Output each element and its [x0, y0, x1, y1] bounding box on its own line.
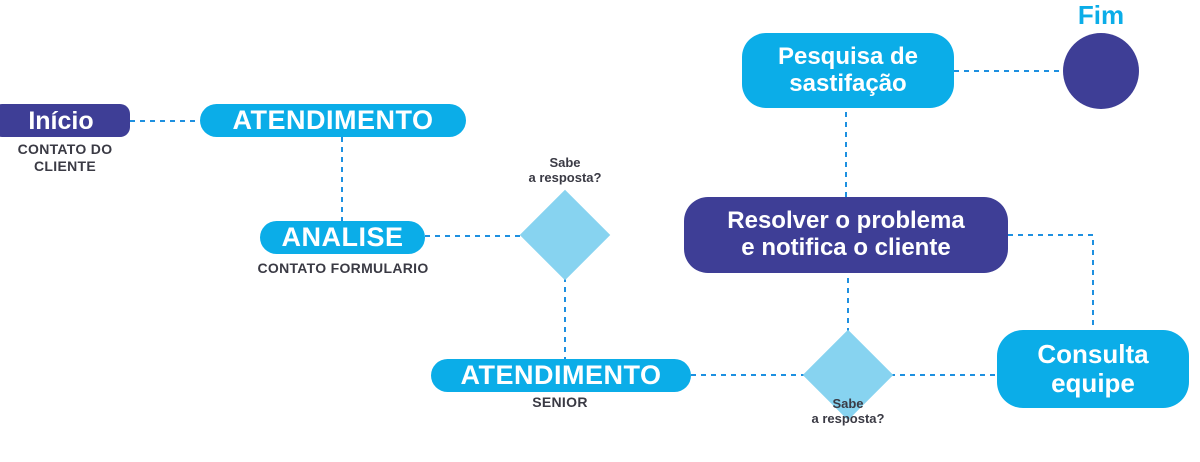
- node-pesquisa-satisfacao[interactable]: Pesquisa de sastifação: [742, 33, 954, 108]
- node-consulta-equipe[interactable]: Consulta equipe: [997, 330, 1189, 408]
- caption-decisao-2: Sabe a resposta?: [811, 396, 885, 427]
- node-analise[interactable]: ANALISE: [260, 221, 425, 254]
- label-fim: Fim: [1077, 0, 1125, 30]
- node-inicio[interactable]: Início: [0, 104, 130, 137]
- caption-contato-cliente: CONTATO DO CLIENTE: [17, 141, 113, 174]
- node-decisao-1[interactable]: [519, 189, 611, 281]
- caption-senior: SENIOR: [532, 394, 588, 410]
- node-atendimento-2[interactable]: ATENDIMENTO: [431, 359, 691, 392]
- caption-contato-formulario: CONTATO FORMULARIO: [257, 260, 429, 276]
- node-resolver-problema[interactable]: Resolver o problema e notifica o cliente: [684, 197, 1008, 273]
- caption-decisao-1: Sabe a resposta?: [528, 155, 602, 186]
- edge-resolver-consulta: [1008, 234, 1094, 330]
- node-fim[interactable]: [1063, 33, 1139, 109]
- node-atendimento-1[interactable]: ATENDIMENTO: [200, 104, 466, 137]
